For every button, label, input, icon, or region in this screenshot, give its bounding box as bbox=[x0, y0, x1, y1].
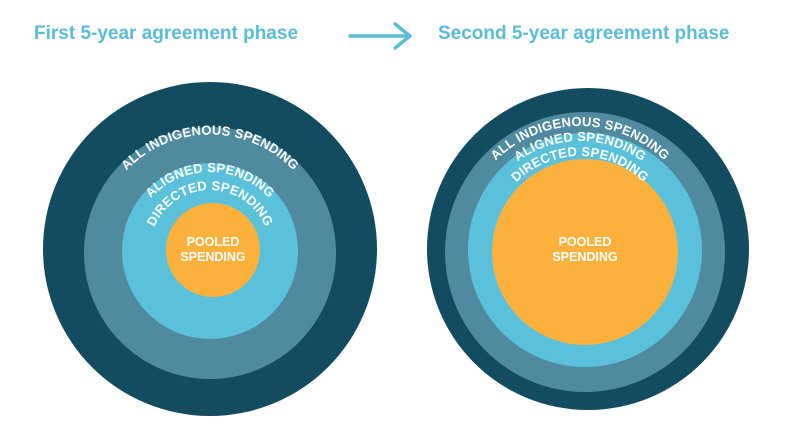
pooled-core-first bbox=[166, 203, 260, 297]
first-phase-title: First 5-year agreement phase bbox=[34, 23, 299, 44]
arrow-right-icon bbox=[348, 22, 412, 50]
pooled-label-second-line1: POOLED bbox=[559, 235, 612, 249]
pooled-core-second bbox=[492, 159, 678, 345]
pooled-label-second-line2: SPENDING bbox=[552, 250, 617, 264]
first-phase-diagram: ALL INDIGENOUS SPENDING ALIGNED SPENDING… bbox=[43, 82, 377, 416]
pooled-label-first-line2: SPENDING bbox=[180, 250, 245, 264]
second-phase-diagram: ALL INDIGENOUS SPENDING ALIGNED SPENDING… bbox=[427, 88, 749, 410]
second-phase-title: Second 5-year agreement phase bbox=[438, 23, 730, 44]
pooled-label-first-line1: POOLED bbox=[187, 235, 240, 249]
